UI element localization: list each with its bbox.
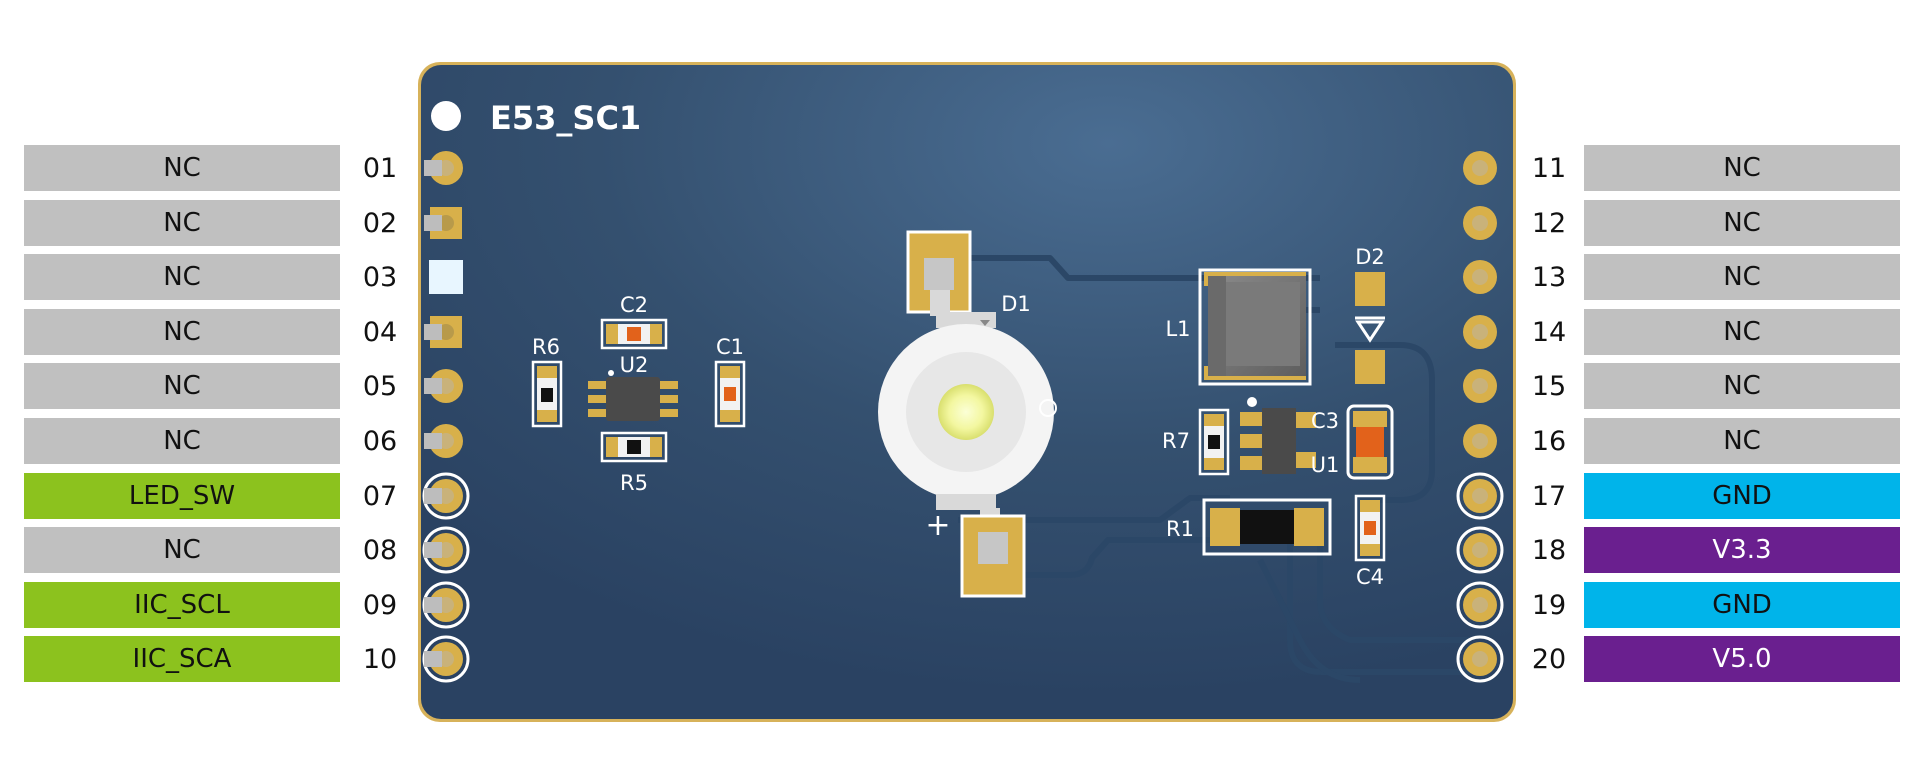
pin-label-12: NC — [1584, 200, 1900, 246]
pin-pad-01 — [424, 151, 463, 185]
pin-label-09: IIC_SCL — [24, 582, 340, 628]
label-r1: R1 — [1166, 517, 1194, 541]
pin-number-01: 01 — [362, 152, 398, 184]
pin-pad-07 — [422, 472, 470, 520]
label-r6: R6 — [532, 335, 560, 359]
label-r7: R7 — [1162, 429, 1190, 453]
pin-number-05: 05 — [362, 370, 398, 402]
pin-pad-03 — [429, 260, 463, 294]
label-c4: C4 — [1356, 565, 1384, 589]
pin-number-02: 02 — [362, 207, 398, 239]
label-d1: D1 — [1001, 292, 1031, 316]
pin-pad-12 — [1463, 206, 1497, 240]
pin-label-19: GND — [1584, 582, 1900, 628]
pin-number-11: 11 — [1531, 152, 1567, 184]
pin-number-12: 12 — [1531, 207, 1567, 239]
pin-pad-02 — [424, 207, 462, 239]
label-plus: + — [925, 508, 950, 543]
pin-number-13: 13 — [1531, 261, 1567, 293]
pin-number-18: 18 — [1531, 534, 1567, 566]
ic-u2 — [588, 370, 678, 421]
label-c3: C3 — [1311, 409, 1339, 433]
pcb-traces — [958, 255, 1470, 683]
pin-label-11: NC — [1584, 145, 1900, 191]
capacitor-c1 — [714, 360, 746, 428]
pin-pad-16 — [1463, 424, 1497, 458]
right-pin-pads — [1456, 151, 1504, 683]
capacitor-c4 — [1354, 494, 1386, 562]
capacitor-c3 — [1346, 404, 1394, 480]
pin-label-14: NC — [1584, 309, 1900, 355]
pin-pad-13 — [1463, 260, 1497, 294]
pin-label-05: NC — [24, 363, 340, 409]
pin-pad-09 — [422, 581, 470, 629]
pin-number-14: 14 — [1531, 316, 1567, 348]
pin-number-19: 19 — [1531, 589, 1567, 621]
pin-label-06: NC — [24, 418, 340, 464]
pin-number-17: 17 — [1531, 480, 1567, 512]
pin-pad-19 — [1456, 581, 1504, 629]
ic-u1 — [1240, 397, 1316, 474]
pin-number-09: 09 — [362, 589, 398, 621]
pin-label-08: NC — [24, 527, 340, 573]
inductor-l1 — [1198, 268, 1312, 386]
pin-pad-14 — [1463, 315, 1497, 349]
pin-label-04: NC — [24, 309, 340, 355]
pin-label-20: V5.0 — [1584, 636, 1900, 682]
pin-pad-15 — [1463, 369, 1497, 403]
resistor-r1 — [1202, 498, 1332, 556]
pin-pad-20 — [1456, 635, 1504, 683]
mounting-dot — [431, 101, 461, 131]
pin-label-01: NC — [24, 145, 340, 191]
pin-number-10: 10 — [362, 643, 398, 675]
resistor-r7 — [1198, 408, 1230, 476]
capacitor-c2 — [600, 318, 668, 350]
label-l1: L1 — [1165, 317, 1190, 341]
diode-d2 — [1355, 272, 1385, 384]
pin-label-17: GND — [1584, 473, 1900, 519]
pin-pad-04 — [424, 316, 462, 348]
left-pin-pads — [422, 151, 470, 683]
pin-label-03: NC — [24, 254, 340, 300]
pin-pad-11 — [1463, 151, 1497, 185]
label-d2: D2 — [1355, 245, 1385, 269]
pin-number-16: 16 — [1531, 425, 1567, 457]
label-c2: C2 — [620, 293, 648, 317]
pin-label-07: LED_SW — [24, 473, 340, 519]
pin-number-07: 07 — [362, 480, 398, 512]
pin-pad-10 — [422, 635, 470, 683]
resistor-r5 — [600, 431, 668, 463]
pin-label-15: NC — [1584, 363, 1900, 409]
pin-label-02: NC — [24, 200, 340, 246]
pin-number-06: 06 — [362, 425, 398, 457]
pin-number-03: 03 — [362, 261, 398, 293]
resistor-r6 — [531, 360, 563, 428]
pin-pad-05 — [424, 369, 463, 403]
pin-label-16: NC — [1584, 418, 1900, 464]
pin-number-15: 15 — [1531, 370, 1567, 402]
pin-pad-08 — [422, 526, 470, 574]
pin-pad-06 — [424, 424, 463, 458]
pin-number-04: 04 — [362, 316, 398, 348]
pin-label-13: NC — [1584, 254, 1900, 300]
pin-label-10: IIC_SCA — [24, 636, 340, 682]
pin-number-20: 20 — [1531, 643, 1567, 675]
pin-label-18: V3.3 — [1584, 527, 1900, 573]
label-r5: R5 — [620, 471, 648, 495]
label-c1: C1 — [716, 335, 744, 359]
led-d1 — [878, 230, 1057, 598]
label-u1: U1 — [1311, 453, 1340, 477]
pin-number-08: 08 — [362, 534, 398, 566]
pin-pad-17 — [1456, 472, 1504, 520]
pin-pad-18 — [1456, 526, 1504, 574]
board-name: E53_SC1 — [490, 99, 641, 137]
label-u2: U2 — [620, 353, 649, 377]
